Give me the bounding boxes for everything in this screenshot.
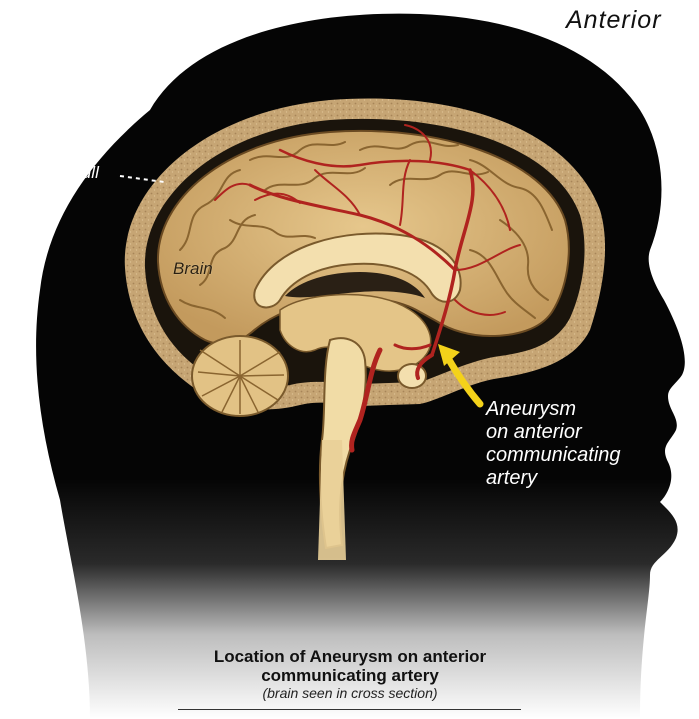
spinal-cord bbox=[318, 440, 346, 560]
caption-title-line2: communicating artery bbox=[140, 666, 560, 686]
aneurysm-label-line: on anterior bbox=[486, 421, 621, 444]
partial-title-text: Anterior bbox=[566, 6, 662, 35]
caption-subtitle: (brain seen in cross section) bbox=[140, 685, 560, 701]
caption-rule bbox=[178, 709, 521, 710]
caption-title-line1: Location of Aneurysm on anterior bbox=[140, 647, 560, 667]
aneurysm-label: Aneurysm on anterior communicating arter… bbox=[486, 398, 621, 490]
brain-label: Brain bbox=[173, 259, 213, 279]
cerebellum bbox=[192, 336, 288, 416]
aneurysm-label-line: artery bbox=[486, 467, 621, 490]
pituitary-gland bbox=[398, 364, 426, 388]
aneurysm-label-line: communicating bbox=[486, 444, 621, 467]
aneurysm-label-line: Aneurysm bbox=[486, 398, 621, 421]
skull-label: Skull bbox=[62, 163, 99, 183]
